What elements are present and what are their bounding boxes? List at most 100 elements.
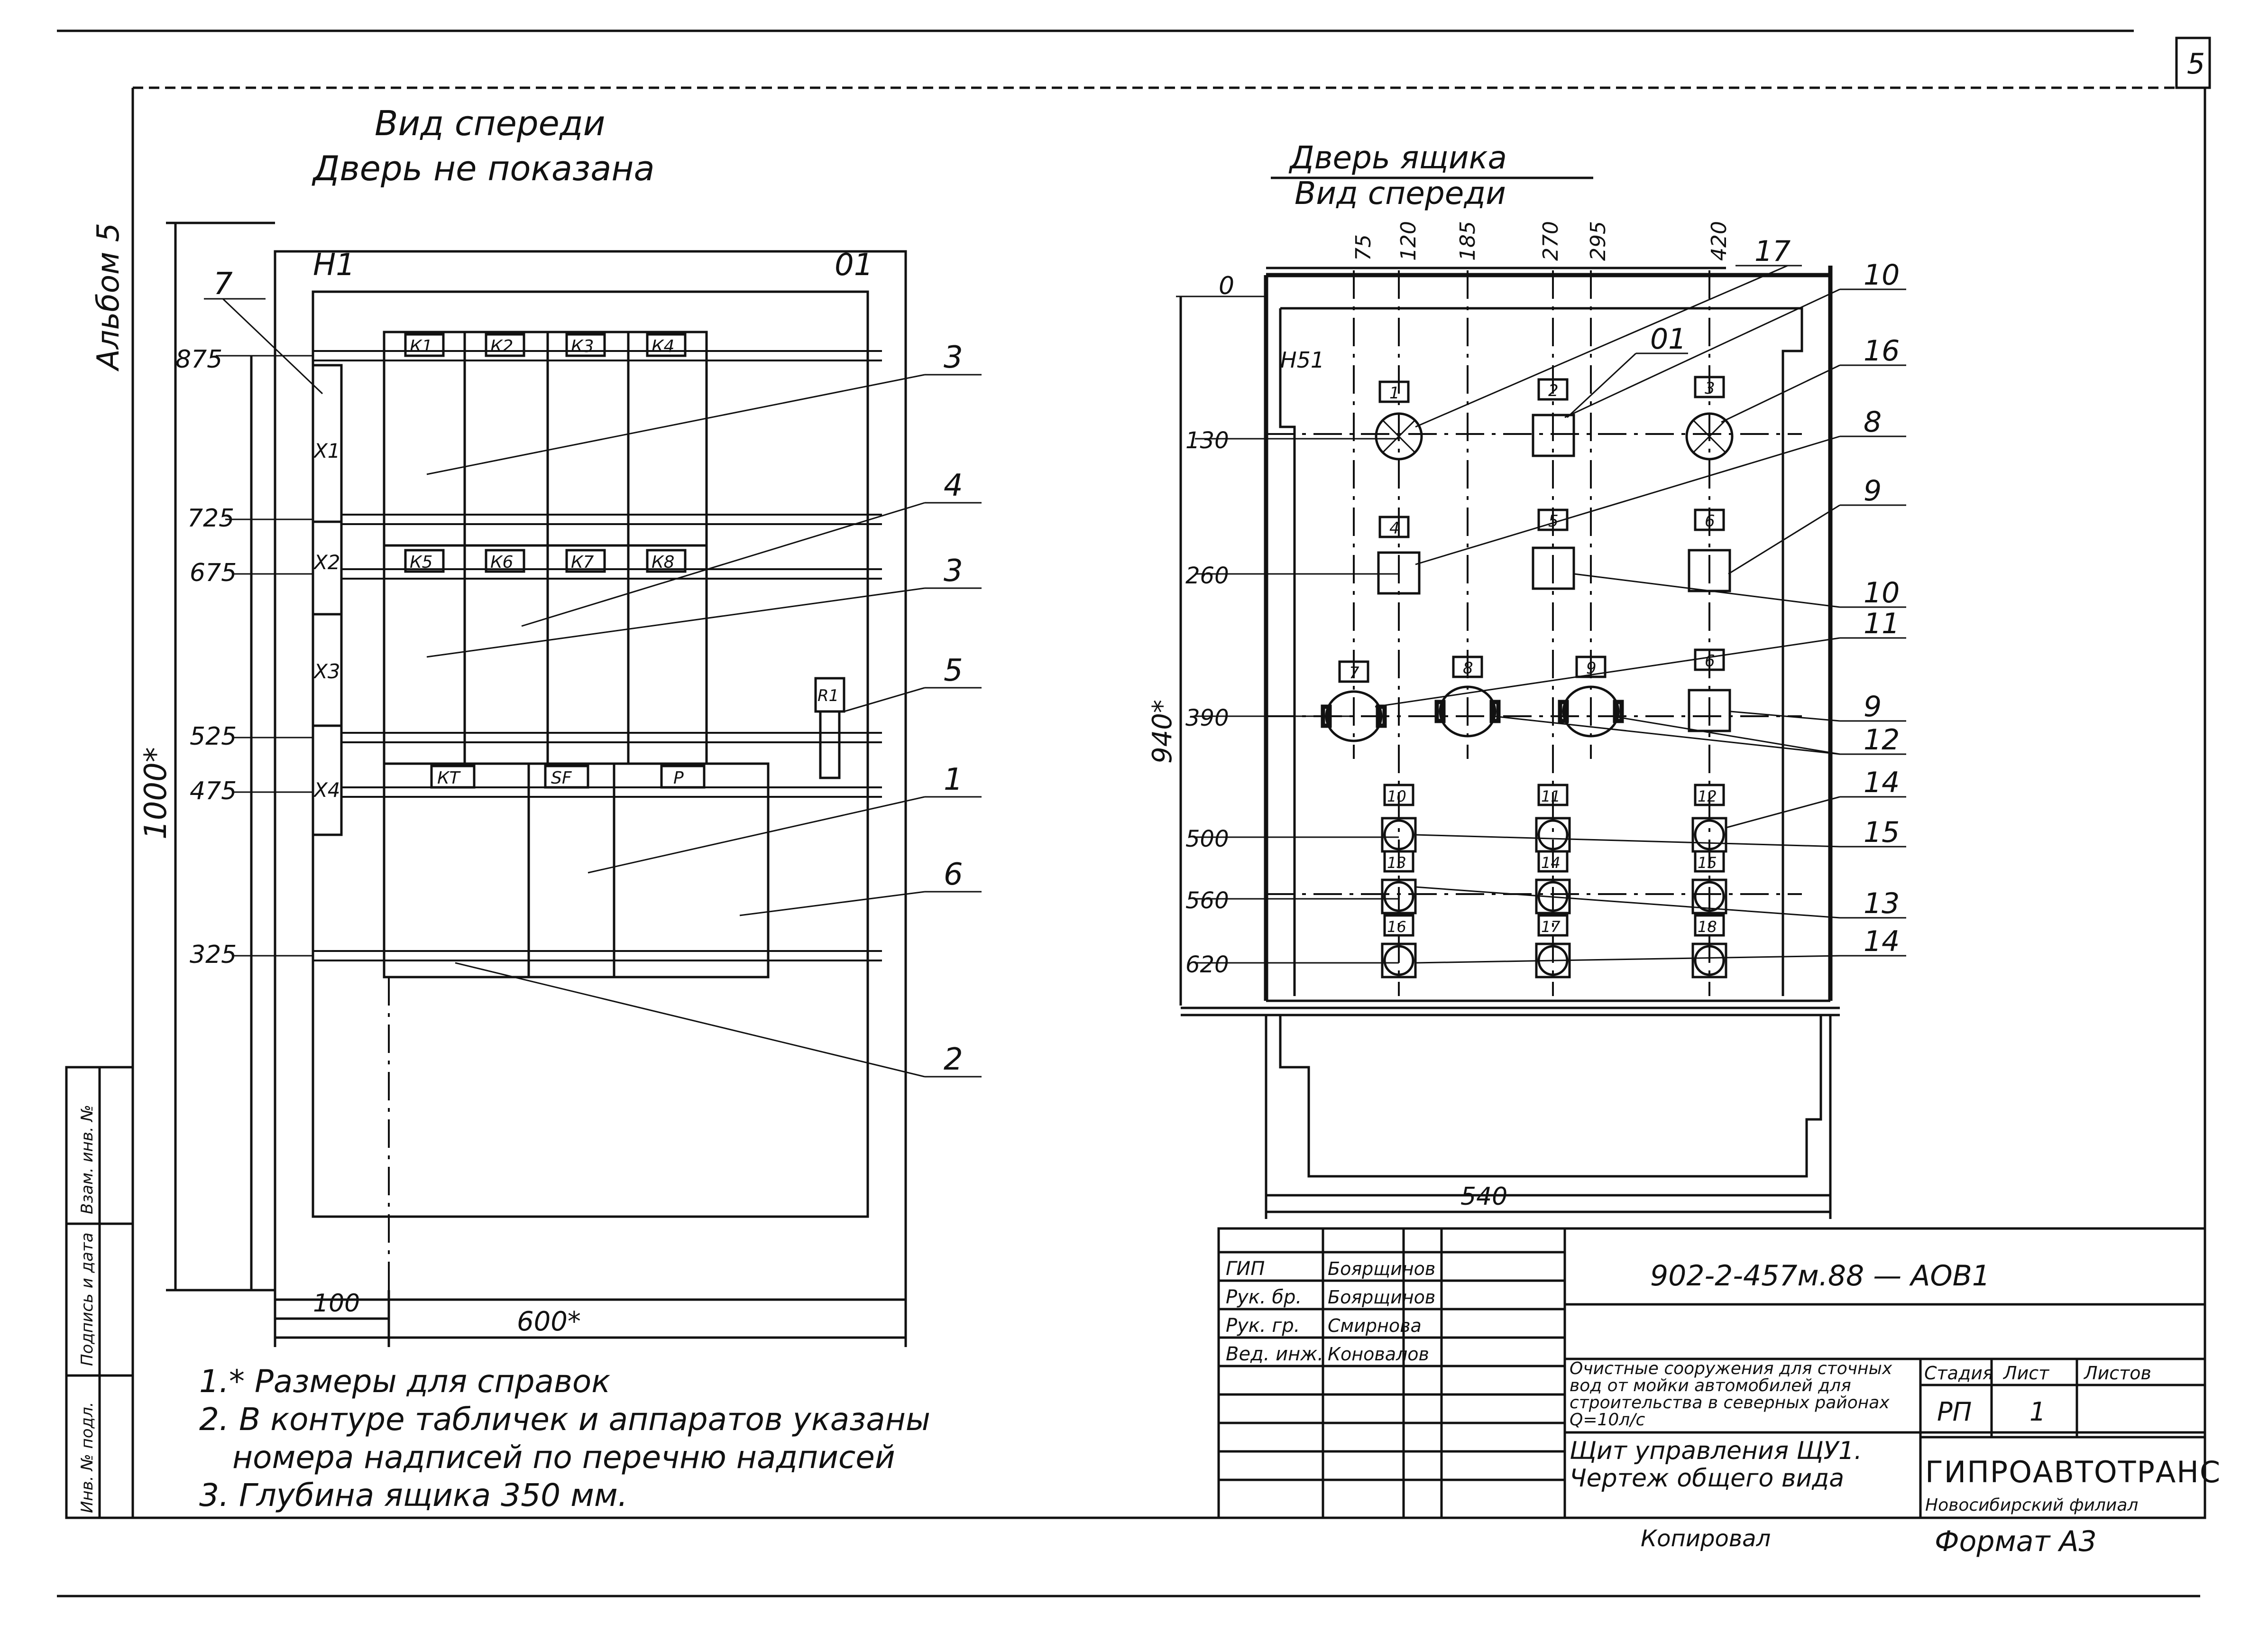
door-callout-15: 15 — [1864, 816, 1900, 849]
door-callout-14a: 14 — [1864, 766, 1900, 799]
door-dim-120: 120 — [1396, 221, 1421, 261]
front-overall-width: 600* — [517, 1306, 581, 1337]
margin-label-sign: Подпись и дата — [78, 1232, 97, 1366]
door-view-title-1: Дверь ящика — [1288, 139, 1507, 176]
door-height: 940* — [1147, 700, 1178, 764]
note-1: 1.* Размеры для справок — [199, 1363, 610, 1400]
front-dim-525: 525 — [190, 722, 237, 751]
note-3: 3. Глубина ящика 350 мм. — [199, 1477, 628, 1514]
item-2: 2 — [1548, 381, 1559, 400]
item-6: 6 — [1705, 512, 1715, 531]
button-4 — [1377, 551, 1421, 595]
callout-7: 7 — [213, 267, 233, 302]
front-dim-725: 725 — [187, 504, 234, 533]
door-width: 540 — [1460, 1182, 1507, 1211]
door-dim-500: 500 — [1185, 826, 1229, 852]
door-dim-420: 420 — [1707, 221, 1731, 261]
switch-8 — [1439, 685, 1497, 738]
terminal-x4: X4 — [313, 778, 340, 802]
callout-3b: 3 — [944, 554, 963, 589]
terminal-x1: X1 — [313, 439, 340, 462]
door-dim-185: 185 — [1456, 221, 1480, 261]
left-margin: Альбом 5 Инв. № подл. Подпись и дата Вза… — [65, 223, 134, 1519]
signer-role-3: Рук. гр. — [1226, 1315, 1300, 1337]
relay-k2: К2 — [490, 337, 513, 356]
sheet-format: Формат А3 — [1935, 1525, 2097, 1558]
item-16: 16 — [1387, 918, 1406, 936]
front-view: Вид спереди Дверь не показана Н1 01 — [138, 103, 982, 1347]
signer-role-2: Рук. бр. — [1226, 1286, 1302, 1308]
item-11: 11 — [1541, 787, 1561, 805]
door-dim-130: 130 — [1185, 427, 1229, 454]
signer-role-4: Вед. инж. — [1226, 1343, 1323, 1365]
lamp-3 — [1685, 412, 1734, 461]
project-title: Очистные сооружения для сточных вод от м… — [1570, 1360, 1892, 1430]
device-kt: КТ — [437, 768, 461, 788]
front-dim-325: 325 — [190, 941, 237, 969]
door-callout-10b: 10 — [1864, 576, 1900, 609]
signer-name-3: Смирнова — [1328, 1315, 1422, 1336]
relay-k6: К6 — [490, 553, 513, 572]
door-callout-14b: 14 — [1864, 925, 1900, 958]
org-branch: Новосибирский филиал — [1925, 1496, 2138, 1515]
item-3: 3 — [1705, 379, 1715, 398]
note-2b: номера надписей по перечню надписей — [232, 1439, 895, 1476]
front-callouts: 7 3 4 3 5 1 6 2 — [204, 267, 982, 1078]
relay-row-1: К1 К2 К3 К4 — [383, 331, 708, 547]
front-dimensions: 1000* 875 725 675 525 475 325 100 600* — [138, 222, 907, 1347]
signer-name-2: Боярщинов — [1328, 1287, 1435, 1308]
front-corner-left: Н1 — [313, 248, 355, 283]
document-code: 902-2-457м.88 — АОВ1 — [1650, 1259, 1990, 1293]
resistor-r1: R1 — [814, 677, 845, 779]
callout-5: 5 — [944, 653, 963, 688]
door-callout-17: 17 — [1754, 235, 1791, 268]
relay-k3: К3 — [571, 337, 594, 356]
item-8: 8 — [1463, 659, 1473, 678]
door-corner-label: Н51 — [1280, 347, 1324, 373]
signer-role-1: ГИП — [1226, 1258, 1265, 1280]
door-devices: 1 2 3 4 5 6 7 8 — [1321, 376, 1734, 979]
door-callout-12: 12 — [1864, 723, 1900, 757]
callout-1: 1 — [944, 762, 963, 797]
org-name: ГИПРОАВТОТРАНС — [1925, 1455, 2221, 1489]
din-rails — [313, 350, 882, 961]
margin-label-replace: Взам. инв. № — [78, 1105, 97, 1214]
terminal-x2: X2 — [313, 551, 340, 574]
callout-2: 2 — [944, 1042, 963, 1077]
device-row: КТ SF Р — [383, 762, 770, 979]
item-18: 18 — [1698, 918, 1717, 936]
callout-4: 4 — [944, 468, 963, 503]
door-dim-390: 390 — [1185, 705, 1229, 731]
front-view-title-2: Дверь не показана — [312, 148, 655, 188]
signer-name-4: Коновалов — [1328, 1344, 1429, 1365]
front-dim-675: 675 — [190, 559, 237, 587]
margin-label-inv: Инв. № подл. — [78, 1402, 97, 1513]
sheet-title: Щит управления ЩУ1. Чертеж общего вида — [1570, 1437, 1862, 1493]
button-5 — [1532, 546, 1575, 590]
door-dim-295: 295 — [1586, 221, 1610, 261]
stage-label: Стадия — [1924, 1363, 1993, 1384]
door-dim-560: 560 — [1185, 887, 1229, 914]
callout-6: 6 — [944, 857, 963, 892]
stage-value: РП — [1937, 1397, 1972, 1427]
indicator-row-560: 13 14 15 — [1381, 850, 1727, 914]
signer-name-1: Боярщинов — [1328, 1258, 1435, 1279]
door-callout-9a: 9 — [1864, 474, 1882, 508]
door-callout-10a: 10 — [1864, 259, 1900, 292]
button-2 — [1532, 414, 1575, 457]
door-callout-16: 16 — [1864, 334, 1900, 368]
door-dim-270: 270 — [1539, 221, 1563, 261]
terminal-block: X1 X2 X3 X4 — [312, 364, 343, 836]
item-4: 4 — [1389, 519, 1400, 538]
sheet-value: 1 — [2029, 1397, 2046, 1427]
door-callout-8: 8 — [1864, 406, 1882, 439]
door-dim-260: 260 — [1185, 563, 1229, 589]
copied-by: Копировал — [1641, 1525, 1771, 1552]
front-corner-right: 01 — [835, 248, 873, 283]
door-callout-11: 11 — [1864, 607, 1900, 640]
page-number: 5 — [2187, 47, 2205, 81]
item-5: 5 — [1548, 512, 1559, 531]
item-6b: 6 — [1705, 652, 1715, 671]
relay-k4: К4 — [652, 337, 674, 356]
